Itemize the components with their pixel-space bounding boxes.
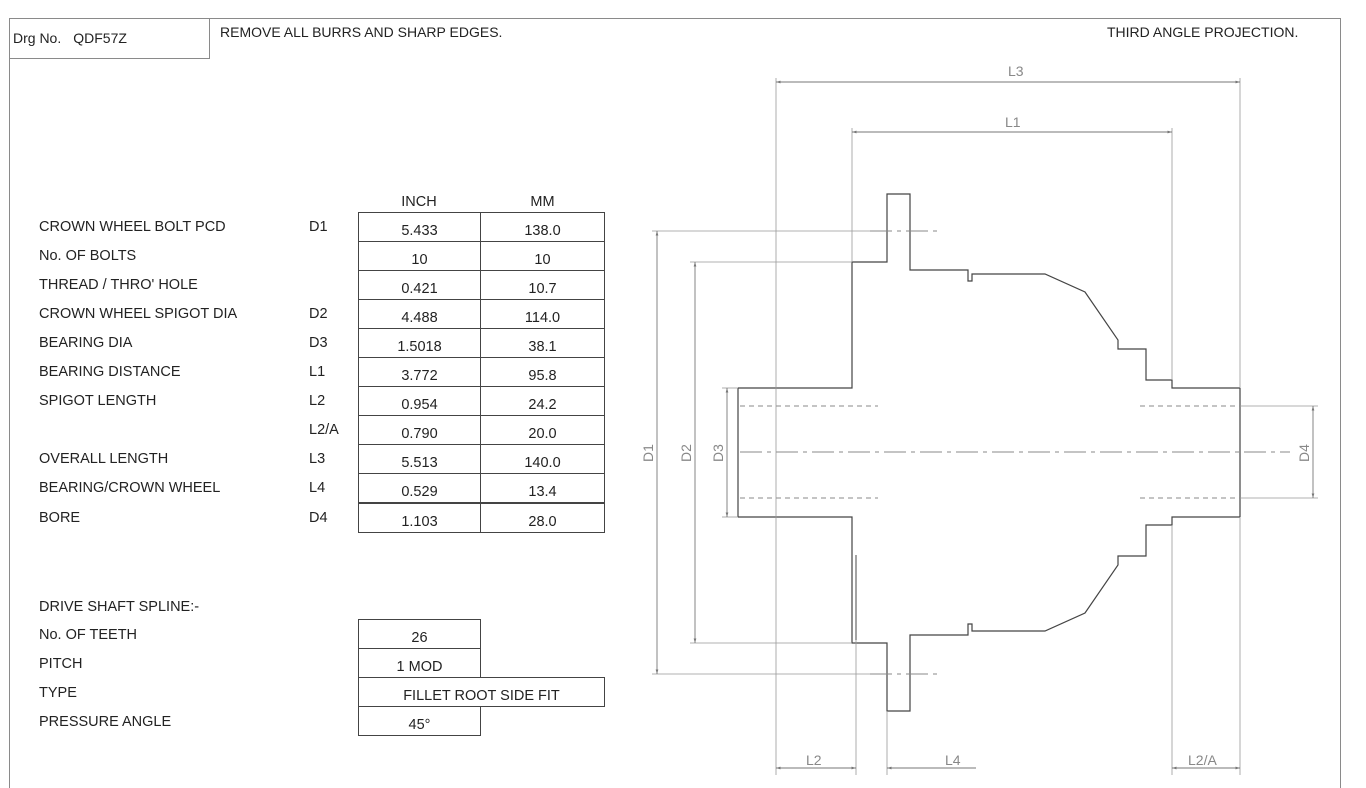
spec-row-label: OVERALL LENGTH (39, 451, 169, 468)
spec-row-code: L2 (309, 393, 326, 410)
center-lines (740, 230, 1290, 675)
spec-row-code: D3 (309, 335, 328, 352)
spec-row-code: L4 (309, 480, 326, 497)
spec-row-code: D2 (309, 306, 328, 323)
drawing-number: QDF57Z (73, 30, 127, 46)
spec-row-code: L2/A (309, 422, 339, 439)
spec-row-label: CROWN WHEEL SPIGOT DIA (39, 306, 238, 323)
general-note: REMOVE ALL BURRS AND SHARP EDGES. (220, 24, 503, 40)
spline-cell-value: 45° (358, 706, 481, 736)
spec-row-label: THREAD / THRO' HOLE (39, 277, 198, 294)
spline-row-label: TYPE (39, 685, 77, 701)
column-header-mm: MM (530, 194, 555, 210)
dim-label-l2a: L2/A (1188, 752, 1217, 768)
dim-label-l2: L2 (806, 752, 822, 768)
spline-row-label: PITCH (39, 656, 83, 672)
spec-row-label: BEARING/CROWN WHEEL (39, 480, 221, 497)
spec-row-label: No. OF BOLTS (39, 248, 137, 265)
dim-label-l4: L4 (945, 752, 961, 768)
spec-row-label: BEARING DISTANCE (39, 364, 181, 381)
column-header-inch: INCH (401, 194, 437, 210)
projection-note: THIRD ANGLE PROJECTION. (1107, 24, 1299, 40)
dim-label-d1: D1 (640, 444, 656, 462)
spline-row-label: PRESSURE ANGLE (39, 714, 172, 730)
part-outline (737, 193, 1241, 712)
dim-label-d3: D3 (710, 444, 726, 462)
drawing-number-label: Drg No. (13, 30, 62, 46)
dim-label-l3: L3 (1008, 63, 1024, 79)
spline-title: DRIVE SHAFT SPLINE:- (39, 599, 200, 615)
spec-row-label: SPIGOT LENGTH (39, 393, 157, 410)
spline-row-label: No. OF TEETH (39, 627, 138, 643)
spec-row-label: BEARING DIA (39, 335, 133, 352)
dim-label-d4: D4 (1296, 444, 1312, 462)
dimension-lines (655, 80, 1315, 770)
spec-row-label: CROWN WHEEL BOLT PCD (39, 219, 226, 235)
spline-cell-value: FILLET ROOT SIDE FIT (358, 677, 605, 707)
dim-label-d2: D2 (678, 444, 694, 462)
spec-row-code: L1 (309, 364, 326, 381)
spec-row-code: D4 (309, 509, 328, 526)
spec-row-code: D1 (309, 219, 328, 235)
dim-label-l1: L1 (1005, 114, 1021, 130)
spec-row-code: L3 (309, 451, 326, 468)
extension-lines (652, 78, 1318, 775)
drawing-number-box: Drg No. QDF57Z (9, 18, 210, 59)
spec-cell-mm: 28.0 (480, 502, 605, 533)
drawing-frame (9, 18, 1341, 788)
spec-row-label: BORE (39, 509, 81, 526)
